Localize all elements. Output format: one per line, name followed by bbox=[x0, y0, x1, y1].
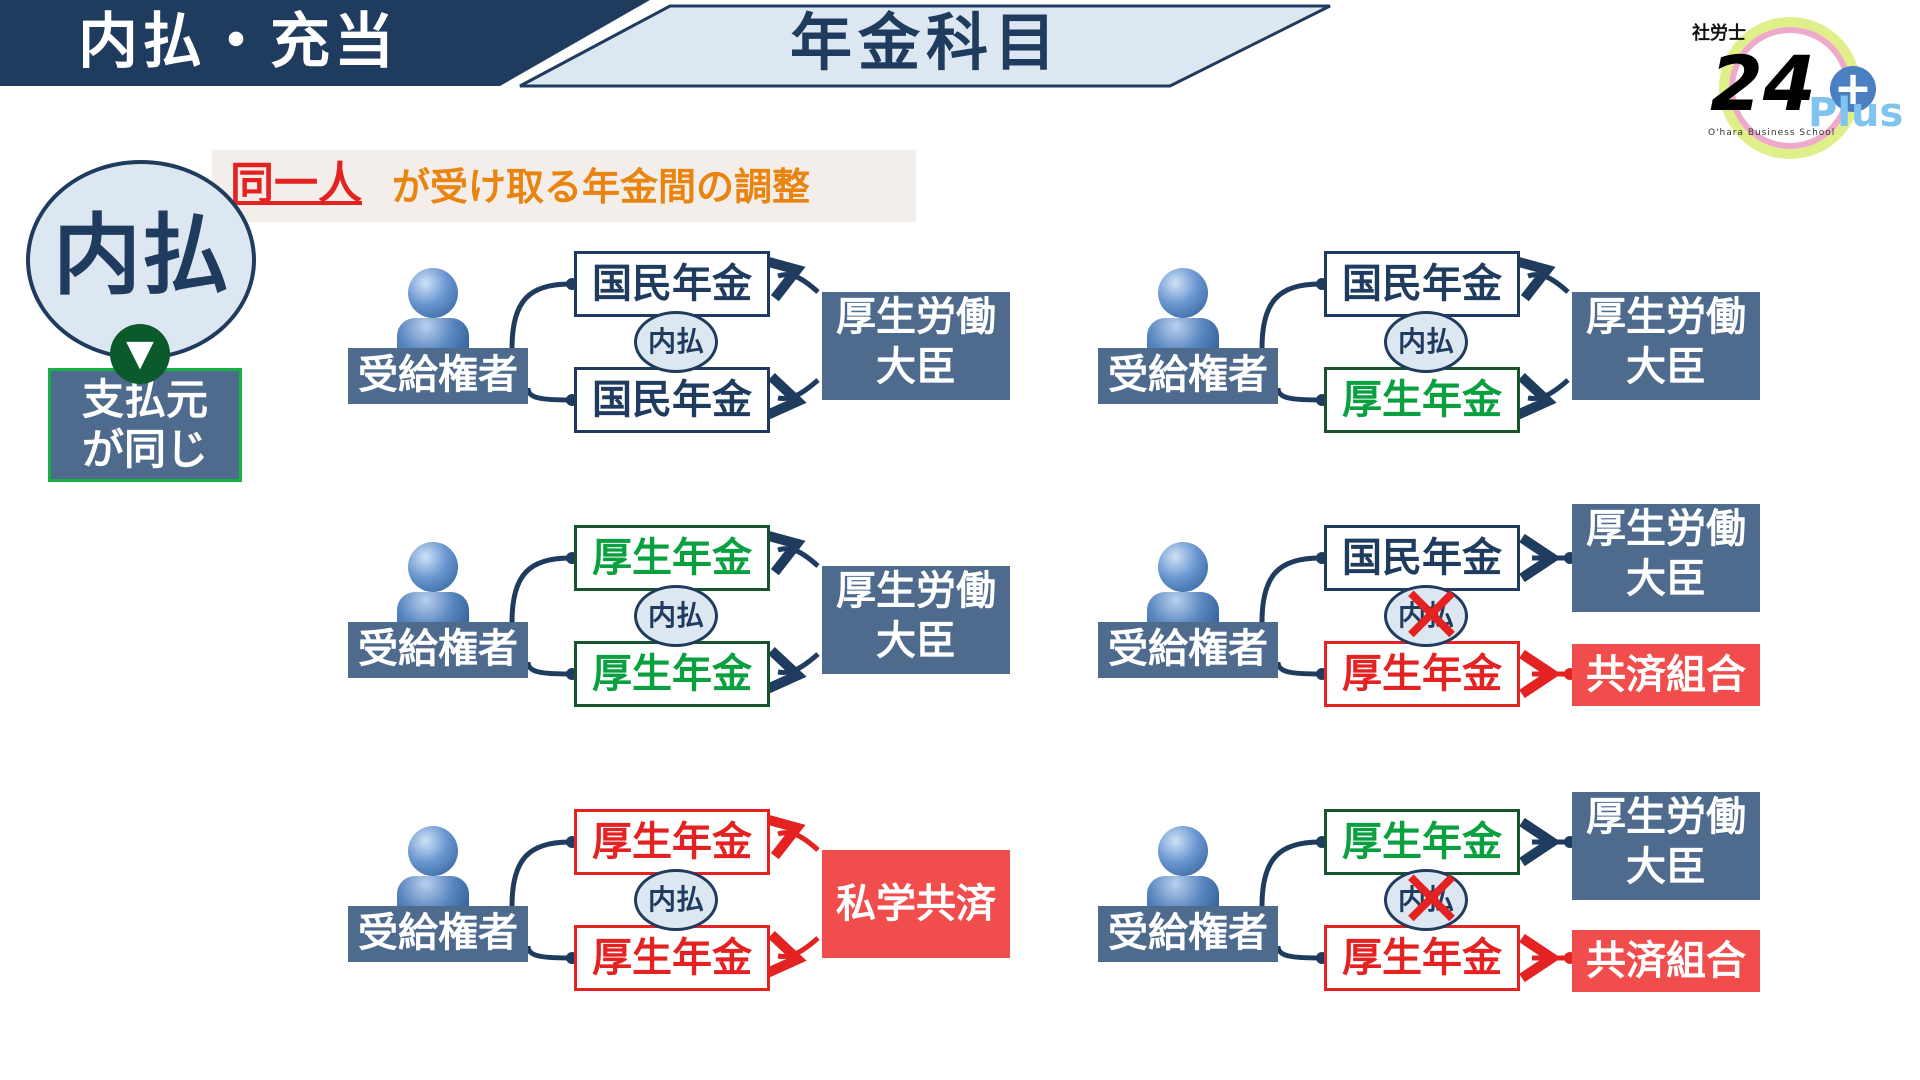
header-left-banner bbox=[0, 0, 650, 86]
recipient-label: 受給権者 bbox=[1098, 622, 1278, 678]
uchibarai-oval: 内払 bbox=[1384, 585, 1468, 647]
connector-1 bbox=[509, 255, 820, 421]
person-icon bbox=[408, 826, 458, 876]
person-icon bbox=[1158, 826, 1208, 876]
recipient-label: 受給権者 bbox=[348, 622, 528, 678]
header-right-title: 年金科目 bbox=[790, 6, 1063, 79]
source-mhlw: 厚生労働 大臣 bbox=[1572, 292, 1760, 400]
recipient-label: 受給権者 bbox=[348, 348, 528, 404]
logo-school-text: O'hara Business School bbox=[1708, 128, 1836, 138]
headline-emphasis: 同一人 bbox=[230, 158, 362, 209]
source-mhlw: 厚生労働 大臣 bbox=[822, 292, 1010, 400]
recipient-label: 受給権者 bbox=[348, 906, 528, 962]
pension-bottom: 厚生年金 bbox=[1324, 367, 1520, 433]
person-icon bbox=[1158, 268, 1208, 318]
source-mhlw: 厚生労働 大臣 bbox=[1572, 792, 1760, 900]
logo-plus-text: Plus bbox=[1808, 90, 1904, 136]
uchibarai-oval: 内払 bbox=[1384, 311, 1468, 373]
same-payer-box: 支払元 が同じ bbox=[48, 368, 242, 482]
uchibarai-oval: 内払 bbox=[634, 869, 718, 931]
pension-top: 国民年金 bbox=[1324, 251, 1520, 317]
logo-number: 24 bbox=[1710, 39, 1816, 128]
pension-bottom: 国民年金 bbox=[574, 367, 770, 433]
uchibarai-circle-label: 内払 bbox=[52, 204, 229, 307]
source-mhlw: 厚生労働 大臣 bbox=[822, 566, 1010, 674]
uchibarai-oval: 内払 bbox=[634, 311, 718, 373]
prohibited-x-icon: ✕ bbox=[1398, 853, 1466, 946]
pension-bottom: 厚生年金 bbox=[1324, 641, 1520, 707]
pension-top: 厚生年金 bbox=[1324, 809, 1520, 875]
source-shigaku-kyosai: 私学共済 bbox=[822, 850, 1010, 958]
headline-rest: が受け取る年金間の調整 bbox=[392, 165, 811, 209]
person-icon bbox=[408, 542, 458, 592]
connector-2 bbox=[1259, 255, 1570, 421]
same-payer-line2: が同じ bbox=[81, 425, 208, 474]
prohibited-x-icon: ✕ bbox=[1398, 569, 1466, 662]
source-mhlw: 厚生労働 大臣 bbox=[1572, 504, 1760, 612]
pension-top: 国民年金 bbox=[574, 251, 770, 317]
person-icon bbox=[1158, 542, 1208, 592]
header-right-banner bbox=[519, 4, 1331, 88]
source-kyosai: 共済組合 bbox=[1572, 930, 1760, 992]
pension-top: 厚生年金 bbox=[574, 525, 770, 591]
pension-bottom: 厚生年金 bbox=[574, 641, 770, 707]
uchibarai-oval: 内払 bbox=[1384, 869, 1468, 931]
logo-plus-icon: + bbox=[1830, 65, 1876, 112]
source-kyosai: 共済組合 bbox=[1572, 644, 1760, 706]
logo-small-text: 社労士 bbox=[1692, 23, 1746, 44]
recipient-label: 受給権者 bbox=[1098, 906, 1278, 962]
header-left-title: 内払・充当 bbox=[78, 7, 398, 77]
recipient-label: 受給権者 bbox=[1098, 348, 1278, 404]
uchibarai-oval: 内払 bbox=[634, 585, 718, 647]
down-triangle-icon: ▼ bbox=[110, 324, 170, 384]
pension-bottom: 厚生年金 bbox=[574, 925, 770, 991]
headline-box bbox=[212, 150, 916, 222]
pension-top: 厚生年金 bbox=[574, 809, 770, 875]
person-icon bbox=[408, 268, 458, 318]
